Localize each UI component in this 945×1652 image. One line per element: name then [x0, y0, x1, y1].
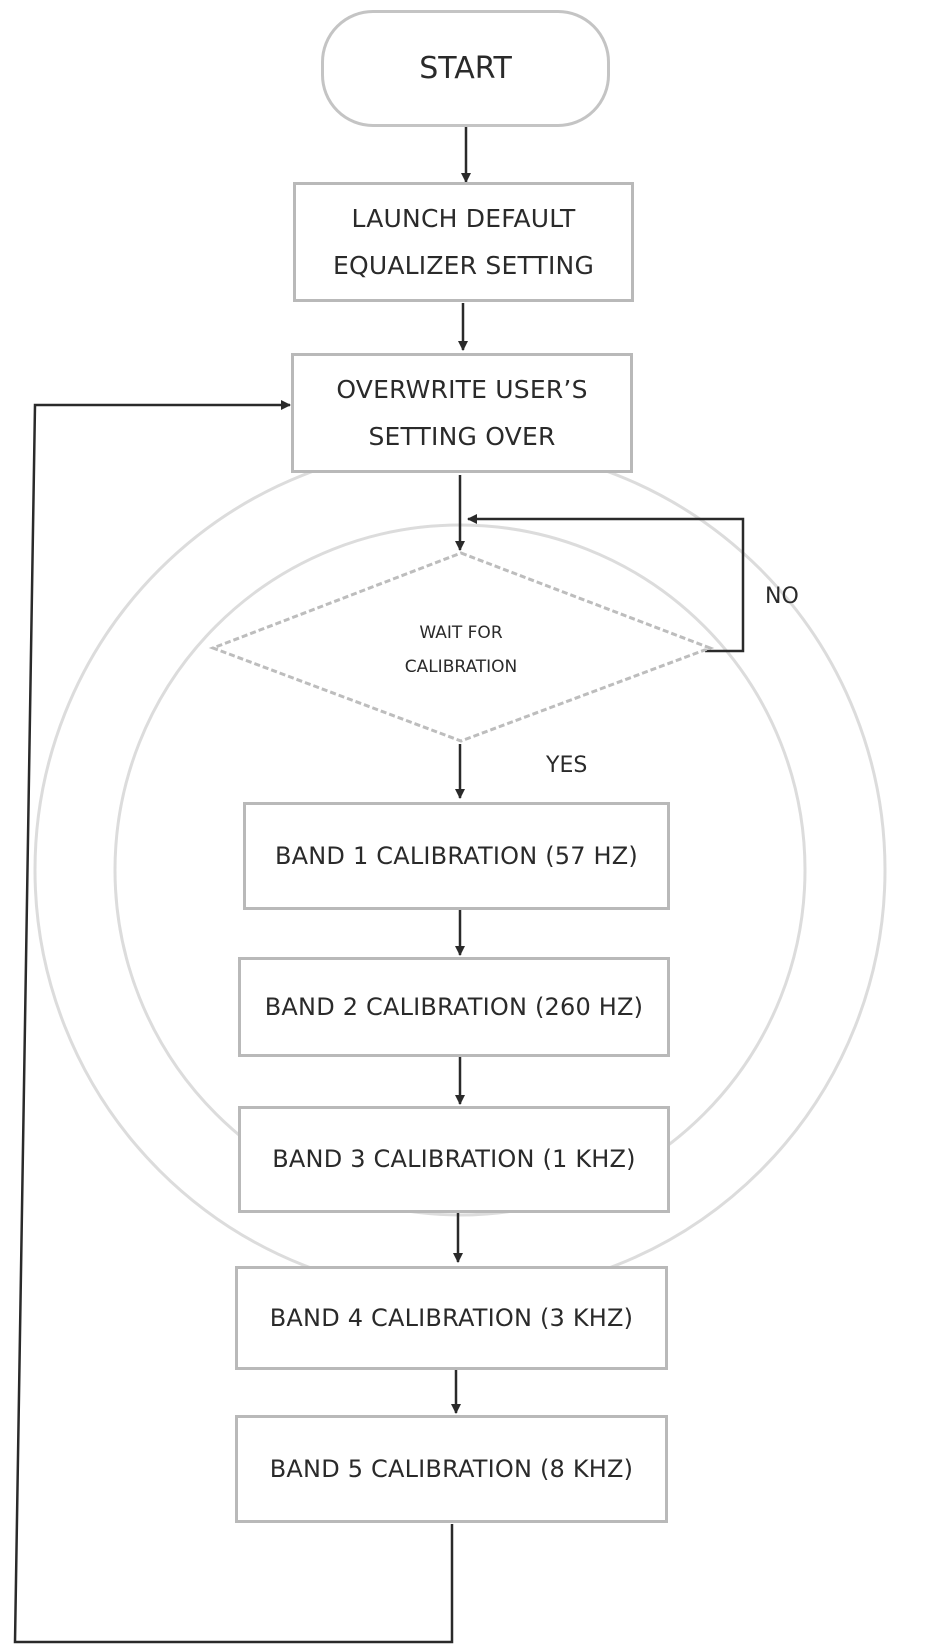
- band-5-label: BAND 5 CALIBRATION (8 KHZ): [270, 1446, 633, 1493]
- launch-label-line1: LAUNCH DEFAULT: [352, 195, 576, 242]
- band-1-box: BAND 1 CALIBRATION (57 HZ): [243, 802, 670, 910]
- start-terminator: START: [321, 10, 610, 127]
- band-4-box: BAND 4 CALIBRATION (3 KHZ): [235, 1266, 668, 1370]
- band-3-box: BAND 3 CALIBRATION (1 KHZ): [238, 1106, 670, 1213]
- band-4-label: BAND 4 CALIBRATION (3 KHZ): [270, 1295, 633, 1342]
- decision-label: WAIT FOR CALIBRATION: [361, 616, 561, 684]
- no-label: NO: [765, 584, 799, 609]
- band-1-label: BAND 1 CALIBRATION (57 HZ): [275, 833, 638, 880]
- launch-default-box: LAUNCH DEFAULT EQUALIZER SETTING: [293, 182, 634, 302]
- decision-label-line2: CALIBRATION: [361, 650, 561, 684]
- band-2-box: BAND 2 CALIBRATION (260 HZ): [238, 957, 670, 1057]
- band-2-label: BAND 2 CALIBRATION (260 HZ): [265, 984, 643, 1031]
- overwrite-label-line1: OVERWRITE USER’S: [336, 366, 587, 413]
- launch-label-line2: EQUALIZER SETTING: [333, 242, 594, 289]
- start-label: START: [419, 51, 512, 86]
- yes-label: YES: [546, 753, 587, 778]
- band-3-label: BAND 3 CALIBRATION (1 KHZ): [272, 1136, 635, 1183]
- band-5-box: BAND 5 CALIBRATION (8 KHZ): [235, 1415, 668, 1523]
- decision-label-line1: WAIT FOR: [361, 616, 561, 650]
- overwrite-setting-box: OVERWRITE USER’S SETTING OVER: [291, 353, 633, 473]
- overwrite-label-line2: SETTING OVER: [368, 413, 555, 460]
